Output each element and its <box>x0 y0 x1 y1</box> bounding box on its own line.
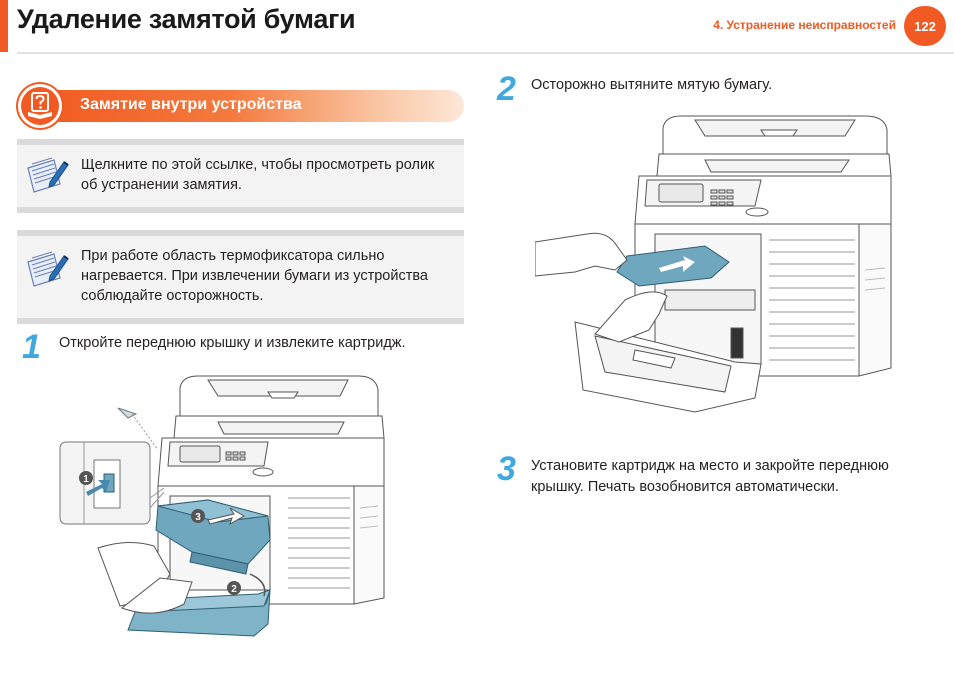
step-line: Установите картридж на место и закройте … <box>531 458 889 474</box>
step-text-2: Осторожно вытяните мятую бумагу. <box>531 75 772 96</box>
section-heading-bar <box>40 90 464 122</box>
page-title: Удаление замятой бумаги <box>17 4 356 34</box>
step-number-2: 2 <box>497 70 516 108</box>
step-text-3: Установите картридж на место и закройте … <box>531 456 889 498</box>
note-line: нагревается. При извлечении бумаги из ус… <box>81 268 428 284</box>
step-number-1: 1 <box>22 328 41 366</box>
illustration-pull-jammed-paper <box>534 110 895 422</box>
question-book-icon <box>18 84 62 128</box>
step-line: крышку. Печать возобновится автоматическ… <box>531 479 839 495</box>
note-pencil-icon <box>24 248 70 297</box>
note-line: При работе область термофиксатора сильно <box>81 248 385 264</box>
note-pencil-icon <box>24 154 70 203</box>
callout-3: 3 <box>191 509 205 523</box>
svg-text:1: 1 <box>83 474 89 485</box>
page-number-badge: 122 <box>904 6 946 46</box>
note-box-fuser-warning: При работе область термофиксатора сильно… <box>17 230 464 324</box>
callout-1: 1 <box>79 471 93 485</box>
chapter-link[interactable]: 4. Устранение неисправностей <box>713 18 896 32</box>
header-divider <box>17 52 954 54</box>
note-text[interactable]: Щелкните по этой ссылке, чтобы просмотре… <box>81 155 434 195</box>
header-accent-bar <box>0 0 8 52</box>
note-line[interactable]: Щелкните по этой ссылке, чтобы просмотре… <box>81 157 435 173</box>
note-line: соблюдайте осторожность. <box>81 288 264 304</box>
note-text: При работе область термофиксатора сильно… <box>81 246 428 306</box>
step-line: Осторожно вытяните мятую бумагу. <box>531 77 773 93</box>
step-text-1: Откройте переднюю крышку и извлеките кар… <box>59 333 406 354</box>
callout-2: 2 <box>227 581 241 595</box>
svg-text:2: 2 <box>231 584 237 595</box>
step-line: Откройте переднюю крышку и извлеките кар… <box>59 335 406 351</box>
step-number-3: 3 <box>497 450 516 488</box>
section-title: Замятие внутри устройства <box>80 96 302 113</box>
illustration-open-cover-remove-cartridge: 1 3 2 <box>58 368 388 643</box>
note-line[interactable]: об устранении замятия. <box>81 177 242 193</box>
note-box-video-link: Щелкните по этой ссылке, чтобы просмотре… <box>17 139 464 213</box>
svg-text:3: 3 <box>195 512 201 523</box>
